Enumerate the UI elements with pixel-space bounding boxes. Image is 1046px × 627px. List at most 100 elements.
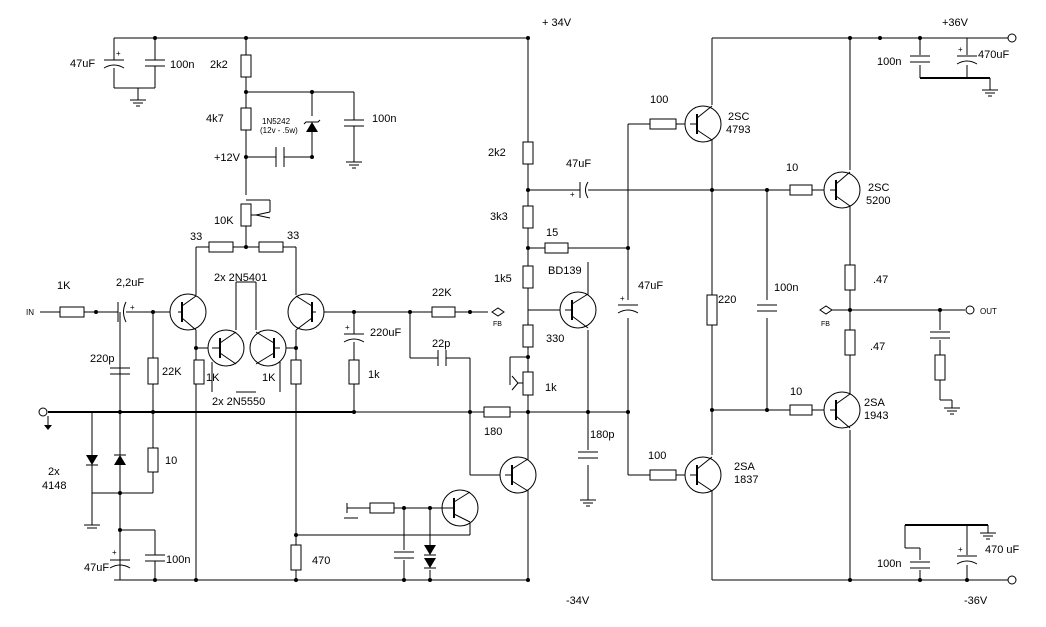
svg-text:+: + bbox=[570, 190, 575, 199]
transistor-cs-icon bbox=[440, 489, 479, 527]
output-label: OUT bbox=[980, 307, 997, 316]
resistor-470 bbox=[290, 544, 302, 571]
capacitor-zobel bbox=[930, 331, 950, 339]
capacitor-220p bbox=[110, 367, 130, 375]
diodes bbox=[86, 119, 436, 569]
c-100n-bias-label: 100n bbox=[774, 282, 798, 294]
c-470uf-top-label: 470uF bbox=[978, 49, 1009, 61]
ground-icon bbox=[944, 407, 960, 415]
resistor-1k5 bbox=[522, 265, 534, 289]
resistor-100-top bbox=[649, 118, 677, 130]
capacitor-zener-bypass bbox=[275, 147, 285, 167]
resistor-2k2 bbox=[240, 54, 252, 78]
svg-text:+: + bbox=[112, 548, 117, 557]
diode-cs-icon bbox=[424, 545, 436, 569]
ground-icon bbox=[84, 524, 100, 529]
pot-10k-label: 10K bbox=[214, 215, 234, 227]
diff-pair-label: 2x 2N5401 bbox=[214, 272, 267, 284]
pot-1k-label: 1k bbox=[545, 382, 557, 394]
out-bot-label: 2SA bbox=[864, 397, 885, 409]
capacitor-100n-pr-bot bbox=[910, 561, 930, 569]
diodes-count-label: 2x bbox=[48, 466, 60, 478]
transistor-q2-icon bbox=[287, 293, 325, 331]
r-22k-fb-label: 22K bbox=[432, 287, 452, 299]
pot-wipers bbox=[246, 199, 523, 391]
resistor-22k bbox=[147, 357, 159, 385]
resistor-180 bbox=[483, 406, 511, 418]
ground-icon bbox=[346, 161, 362, 169]
zener-part-label: 1N5242 bbox=[262, 117, 291, 126]
resistor-1k-a bbox=[193, 359, 205, 385]
svg-text:+: + bbox=[345, 323, 350, 332]
resistor-4k7 bbox=[240, 107, 252, 131]
capacitor-47uf-boot bbox=[579, 181, 589, 199]
capacitor-100n-bot bbox=[145, 554, 165, 562]
capacitors bbox=[103, 55, 978, 569]
capacitor-470uf-bot bbox=[956, 555, 978, 565]
transistor-bd139-icon bbox=[559, 291, 597, 329]
resistor-zobel bbox=[934, 354, 946, 381]
r-10-top-label: 10 bbox=[786, 162, 798, 174]
c-100n-pr-bot-label: 100n bbox=[877, 558, 901, 570]
transistor-q1-icon bbox=[169, 293, 207, 331]
polarity-marks: + + + + + + + + bbox=[112, 45, 963, 557]
capacitor-cs bbox=[394, 551, 414, 559]
resistor-33-a bbox=[208, 241, 234, 253]
r-220-label: 220 bbox=[718, 294, 736, 306]
resistor-10-top bbox=[789, 184, 813, 196]
svg-text:+: + bbox=[958, 45, 963, 54]
resistor-1k-input bbox=[59, 306, 85, 318]
out-terminal bbox=[965, 305, 975, 315]
labels: + 34V -34V +36V -36V +12V IN OUT FB FB 2… bbox=[26, 17, 1020, 607]
c-2u2-label: 2,2uF bbox=[116, 277, 144, 289]
transistor-2sa1837-icon bbox=[684, 456, 722, 494]
c-100n-pr-top-label: 100n bbox=[877, 56, 901, 68]
ground-arrow-icon bbox=[44, 416, 52, 430]
c-220uf-label: 220uF bbox=[370, 327, 401, 339]
resistor-10-bot bbox=[789, 404, 813, 416]
transistor-2sa1943-icon bbox=[823, 391, 861, 429]
capacitor-100n-bias bbox=[757, 304, 777, 312]
driver-label: BD139 bbox=[548, 265, 582, 277]
resistor-cs bbox=[369, 502, 395, 514]
r-15-label: 15 bbox=[546, 227, 558, 239]
c-100n-top-label: 100n bbox=[170, 59, 194, 71]
diodes-part-label: 4148 bbox=[42, 480, 66, 492]
rail-neg36-label: -36V bbox=[964, 595, 988, 607]
c-100n-zener-label: 100n bbox=[372, 113, 396, 125]
zener-diode-icon bbox=[303, 119, 321, 132]
svg-text:+: + bbox=[958, 545, 963, 554]
pre-top-label: 2SC bbox=[728, 111, 749, 123]
resistor-22k-fb bbox=[431, 306, 456, 318]
ground-icon bbox=[130, 99, 146, 107]
resistor-047-top bbox=[844, 264, 856, 291]
c-22p-label: 22p bbox=[432, 338, 450, 350]
resistor-220 bbox=[706, 294, 718, 326]
pre-bot-label: 2SA bbox=[734, 461, 755, 473]
resistor-1k-b bbox=[290, 359, 302, 385]
capacitor-47uf-mid bbox=[617, 304, 639, 314]
r-2k2-label: 2k2 bbox=[210, 59, 228, 71]
resistor-3k3 bbox=[522, 205, 534, 229]
junction-dots bbox=[94, 36, 969, 582]
ground-symbols bbox=[44, 89, 998, 540]
r-22k-in-label: 22K bbox=[162, 366, 182, 378]
terminals bbox=[38, 33, 1017, 585]
r-3k3-label: 3k3 bbox=[490, 211, 508, 223]
r-4k7-label: 4k7 bbox=[206, 113, 224, 125]
diode-4148-a-icon bbox=[86, 455, 98, 466]
c-180p-label: 180p bbox=[590, 429, 614, 441]
r-33-b-label: 33 bbox=[287, 230, 299, 242]
rail-pos34-label: + 34V bbox=[542, 17, 572, 29]
fb-arrow-2 bbox=[819, 305, 833, 315]
r-2k2-vas-label: 2k2 bbox=[488, 147, 506, 159]
diode-4148-b-icon bbox=[114, 454, 126, 465]
ground-terminal bbox=[38, 407, 48, 417]
fb-arrow-1 bbox=[491, 307, 505, 317]
ground-icon bbox=[580, 499, 596, 507]
ground-icon bbox=[344, 503, 358, 519]
c-47uf-top-label: 47uF bbox=[70, 58, 95, 70]
mirror-label: 2x 2N5550 bbox=[212, 396, 265, 408]
